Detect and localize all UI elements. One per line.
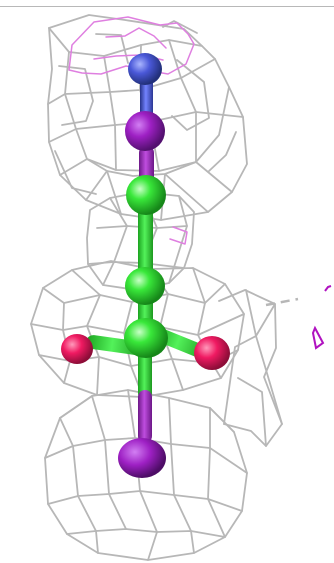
oxygen-atom-right[interactable] [194, 336, 230, 370]
nitrogen-atom[interactable] [128, 53, 162, 85]
atom-spheres [61, 53, 230, 478]
viewer-top-border [0, 6, 334, 7]
iodine-atom-top[interactable] [125, 111, 165, 151]
carbon-atom-1[interactable] [126, 175, 166, 215]
c-i-bond-lower-purple [138, 390, 152, 443]
triangle-marker-icon [311, 325, 325, 350]
c-i-bond-lower-green [138, 350, 152, 400]
distance-dash-line [265, 297, 299, 307]
iodine-atom-bottom[interactable] [118, 438, 166, 478]
oxygen-atom-left[interactable] [61, 334, 93, 364]
side-indicator [265, 285, 332, 350]
edge-marker-icon [324, 285, 332, 292]
carbon-atom-2[interactable] [125, 267, 165, 305]
carbon-atom-3[interactable] [124, 318, 168, 358]
